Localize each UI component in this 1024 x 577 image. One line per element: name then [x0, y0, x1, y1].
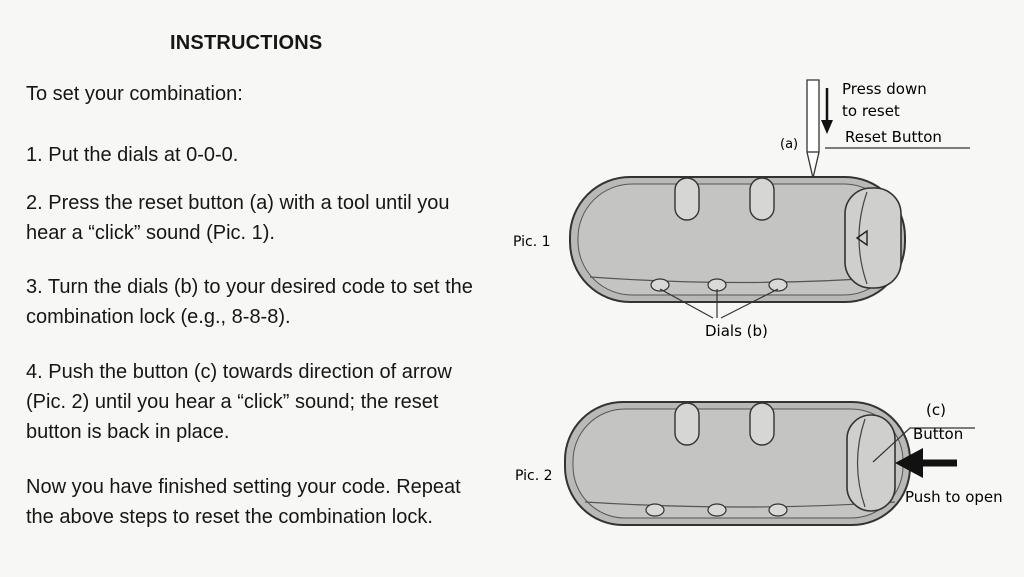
page-title: INSTRUCTIONS [170, 32, 323, 54]
arrow-down-icon [821, 88, 833, 134]
button-c-label: (c) [926, 401, 946, 419]
intro-text: To set your combination: [26, 83, 243, 105]
step-2: 2. Press the reset button (a) with a too… [26, 192, 450, 244]
step-3: 3. Turn the dials (b) to your desired co… [26, 276, 473, 328]
step-4: 4. Push the button (c) towards direction… [26, 361, 452, 443]
closing-text: Now you have finished setting your code.… [26, 476, 461, 528]
step-1: 1. Put the dials at 0-0-0. [26, 144, 239, 166]
reset-button-label: Reset Button [845, 128, 942, 146]
lock-diagrams: Pic. 1 (a) Press down to reset Reset But… [513, 79, 1003, 526]
pic1-lock-illustration [569, 79, 970, 319]
button-label: Button [913, 425, 963, 443]
arrow-left-icon [895, 448, 957, 478]
to-reset-label: to reset [842, 102, 900, 120]
pencil-icon [806, 79, 820, 179]
reset-a-label: (a) [780, 137, 798, 152]
pic1-label: Pic. 1 [513, 234, 551, 250]
dials-label: Dials (b) [705, 322, 768, 340]
pic2-lock-illustration [564, 401, 975, 526]
push-to-open-label: Push to open [905, 488, 1003, 506]
pic2-label: Pic. 2 [515, 468, 553, 484]
press-down-label: Press down [842, 80, 927, 98]
